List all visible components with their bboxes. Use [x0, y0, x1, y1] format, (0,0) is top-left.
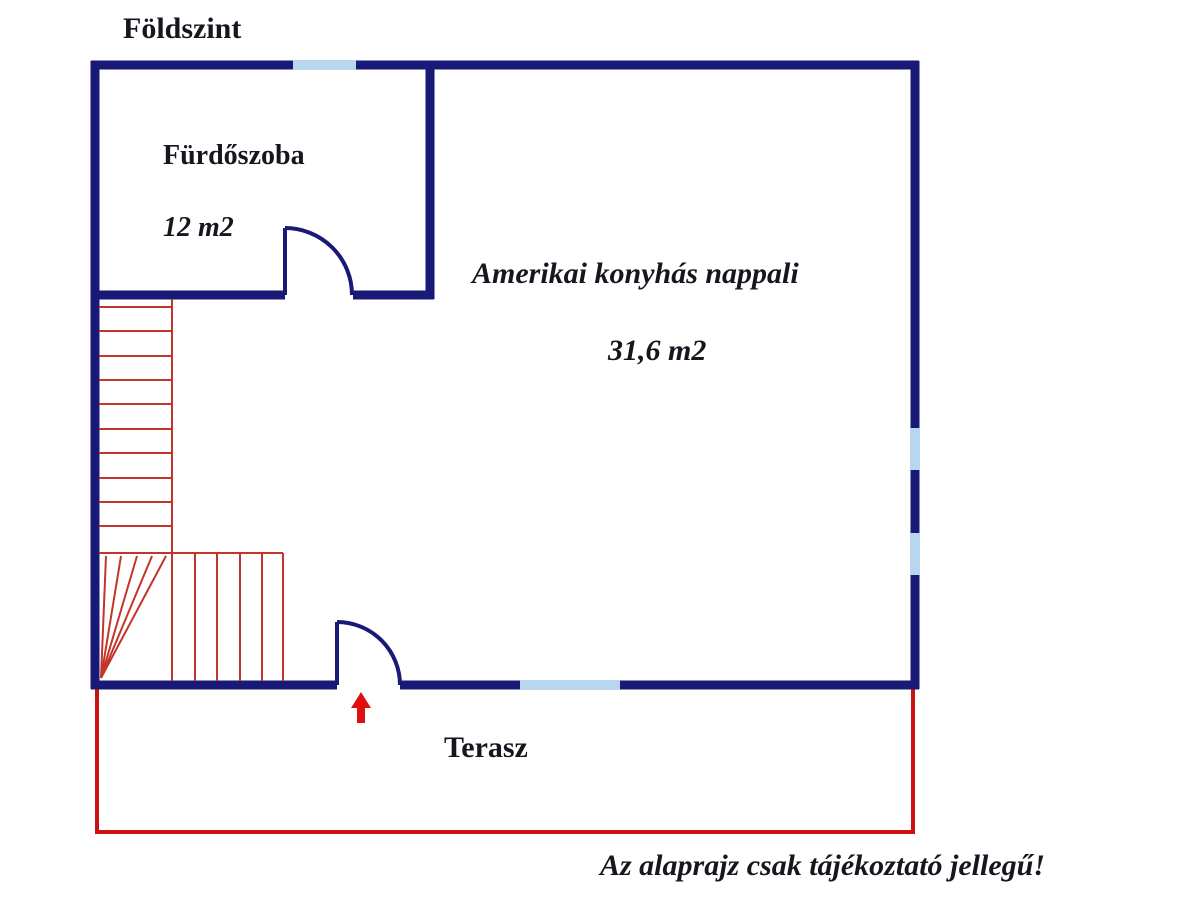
window-top — [293, 60, 356, 70]
room-area-living: 31,6 m2 — [608, 334, 707, 367]
entrance-arrow — [351, 692, 371, 723]
outer-walls — [90, 60, 920, 690]
room-label-terrace: Terasz — [444, 731, 528, 764]
floor-title: Földszint — [123, 12, 242, 45]
window-bottom — [520, 680, 620, 690]
room-label-bathroom: Fürdőszoba — [163, 140, 305, 171]
room-area-bathroom: 12 m2 — [163, 212, 234, 243]
entrance-door-arc — [335, 620, 402, 686]
bathroom-door-arc — [283, 226, 354, 296]
window-right-2 — [910, 533, 920, 575]
bathroom-walls — [91, 61, 435, 300]
window-right-1 — [910, 428, 920, 470]
stairs-winder — [99, 552, 284, 681]
stairs-upper-flight — [99, 299, 173, 553]
disclaimer-text: Az alaprajz csak tájékoztató jellegű! — [600, 849, 1046, 882]
windows — [293, 60, 920, 690]
room-label-living: Amerikai konyhás nappali — [472, 257, 799, 290]
terrace-outline — [95, 688, 915, 834]
